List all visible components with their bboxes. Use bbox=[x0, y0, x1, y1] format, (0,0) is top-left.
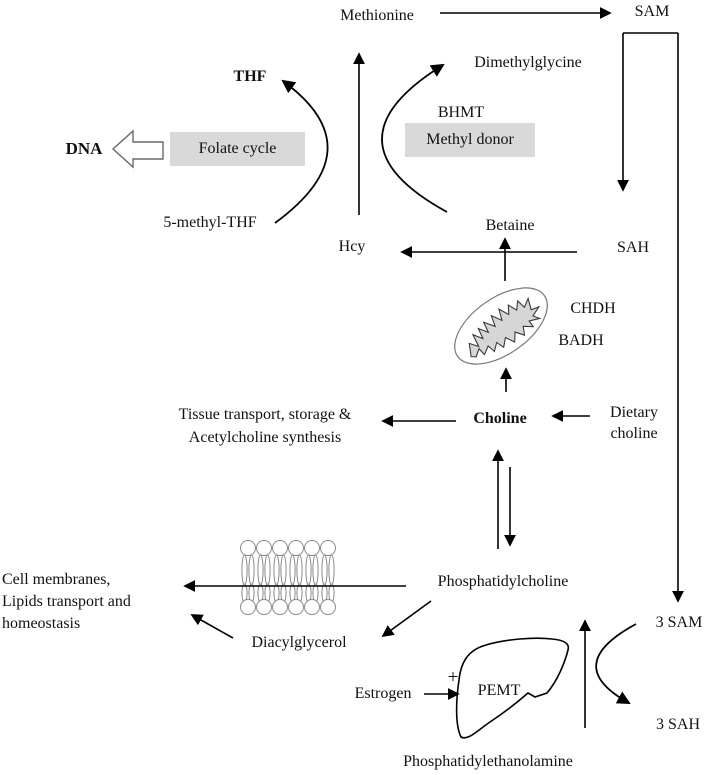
liver-icon bbox=[455, 637, 570, 739]
dietary-choline-line1: Dietary bbox=[610, 404, 658, 421]
diacylglycerol-label: Diacylglycerol bbox=[251, 634, 347, 651]
phosphatidylcholine-label: Phosphatidylcholine bbox=[437, 573, 569, 590]
cell-membranes-line1: Cell membranes, bbox=[2, 571, 111, 588]
sam-label: SAM bbox=[634, 3, 670, 20]
arrow-3sam-to-3sah bbox=[595, 623, 637, 704]
lipid-bilayer-icon bbox=[240, 540, 336, 615]
arrow-pc-to-dag bbox=[381, 600, 432, 638]
arrow-dag-to-membranes bbox=[190, 614, 234, 639]
dna-block-arrow-icon bbox=[111, 129, 164, 169]
cell-membranes-line3: homeostasis bbox=[2, 615, 81, 632]
phosphatidylethanolamine-label: Phosphatidylethanolamine bbox=[403, 753, 573, 770]
estrogen-label: Estrogen bbox=[354, 685, 412, 702]
folate-cycle-box: Folate cycle bbox=[170, 132, 305, 166]
five-methyl-thf-label: 5-methyl-THF bbox=[163, 214, 257, 231]
folate-cycle-label: Folate cycle bbox=[198, 140, 277, 157]
badh-label: BADH bbox=[558, 332, 604, 349]
dimethylglycine-label: Dimethylglycine bbox=[474, 54, 582, 71]
methyl-donor-box: Methyl donor bbox=[405, 123, 535, 157]
arrow-5methylthf-to-thf bbox=[274, 79, 329, 224]
chdh-label: CHDH bbox=[570, 300, 616, 317]
tissue-transport-line1: Tissue transport, storage & bbox=[178, 406, 352, 423]
betaine-label: Betaine bbox=[485, 217, 535, 234]
three-sah-label: 3 SAH bbox=[655, 716, 701, 733]
tissue-transport-label: Tissue transport, storage & Acetylcholin… bbox=[179, 403, 352, 449]
tissue-transport-line2: Acetylcholine synthesis bbox=[188, 429, 342, 446]
methyl-donor-label: Methyl donor bbox=[426, 131, 514, 148]
pemt-label: PEMT bbox=[477, 682, 521, 699]
plus-sign: + bbox=[447, 667, 459, 688]
methionine-label: Methionine bbox=[340, 7, 414, 24]
hcy-label: Hcy bbox=[338, 238, 366, 255]
dietary-choline-line2: choline bbox=[610, 425, 658, 442]
bhmt-label: BHMT bbox=[437, 104, 485, 121]
three-sam-label: 3 SAM bbox=[655, 614, 703, 631]
choline-label: Choline bbox=[473, 410, 527, 427]
sah-label: SAH bbox=[616, 239, 650, 256]
cell-membranes-label: Cell membranes, Lipids transport and hom… bbox=[2, 569, 131, 635]
dietary-choline-label: Dietary choline bbox=[610, 402, 658, 444]
arrow-betaine-to-dimethylglycine bbox=[381, 63, 448, 213]
mitochondria-icon bbox=[454, 287, 548, 365]
cell-membranes-line2: Lipids transport and bbox=[2, 593, 131, 610]
thf-label: THF bbox=[233, 68, 267, 85]
dna-label: DNA bbox=[65, 139, 103, 158]
